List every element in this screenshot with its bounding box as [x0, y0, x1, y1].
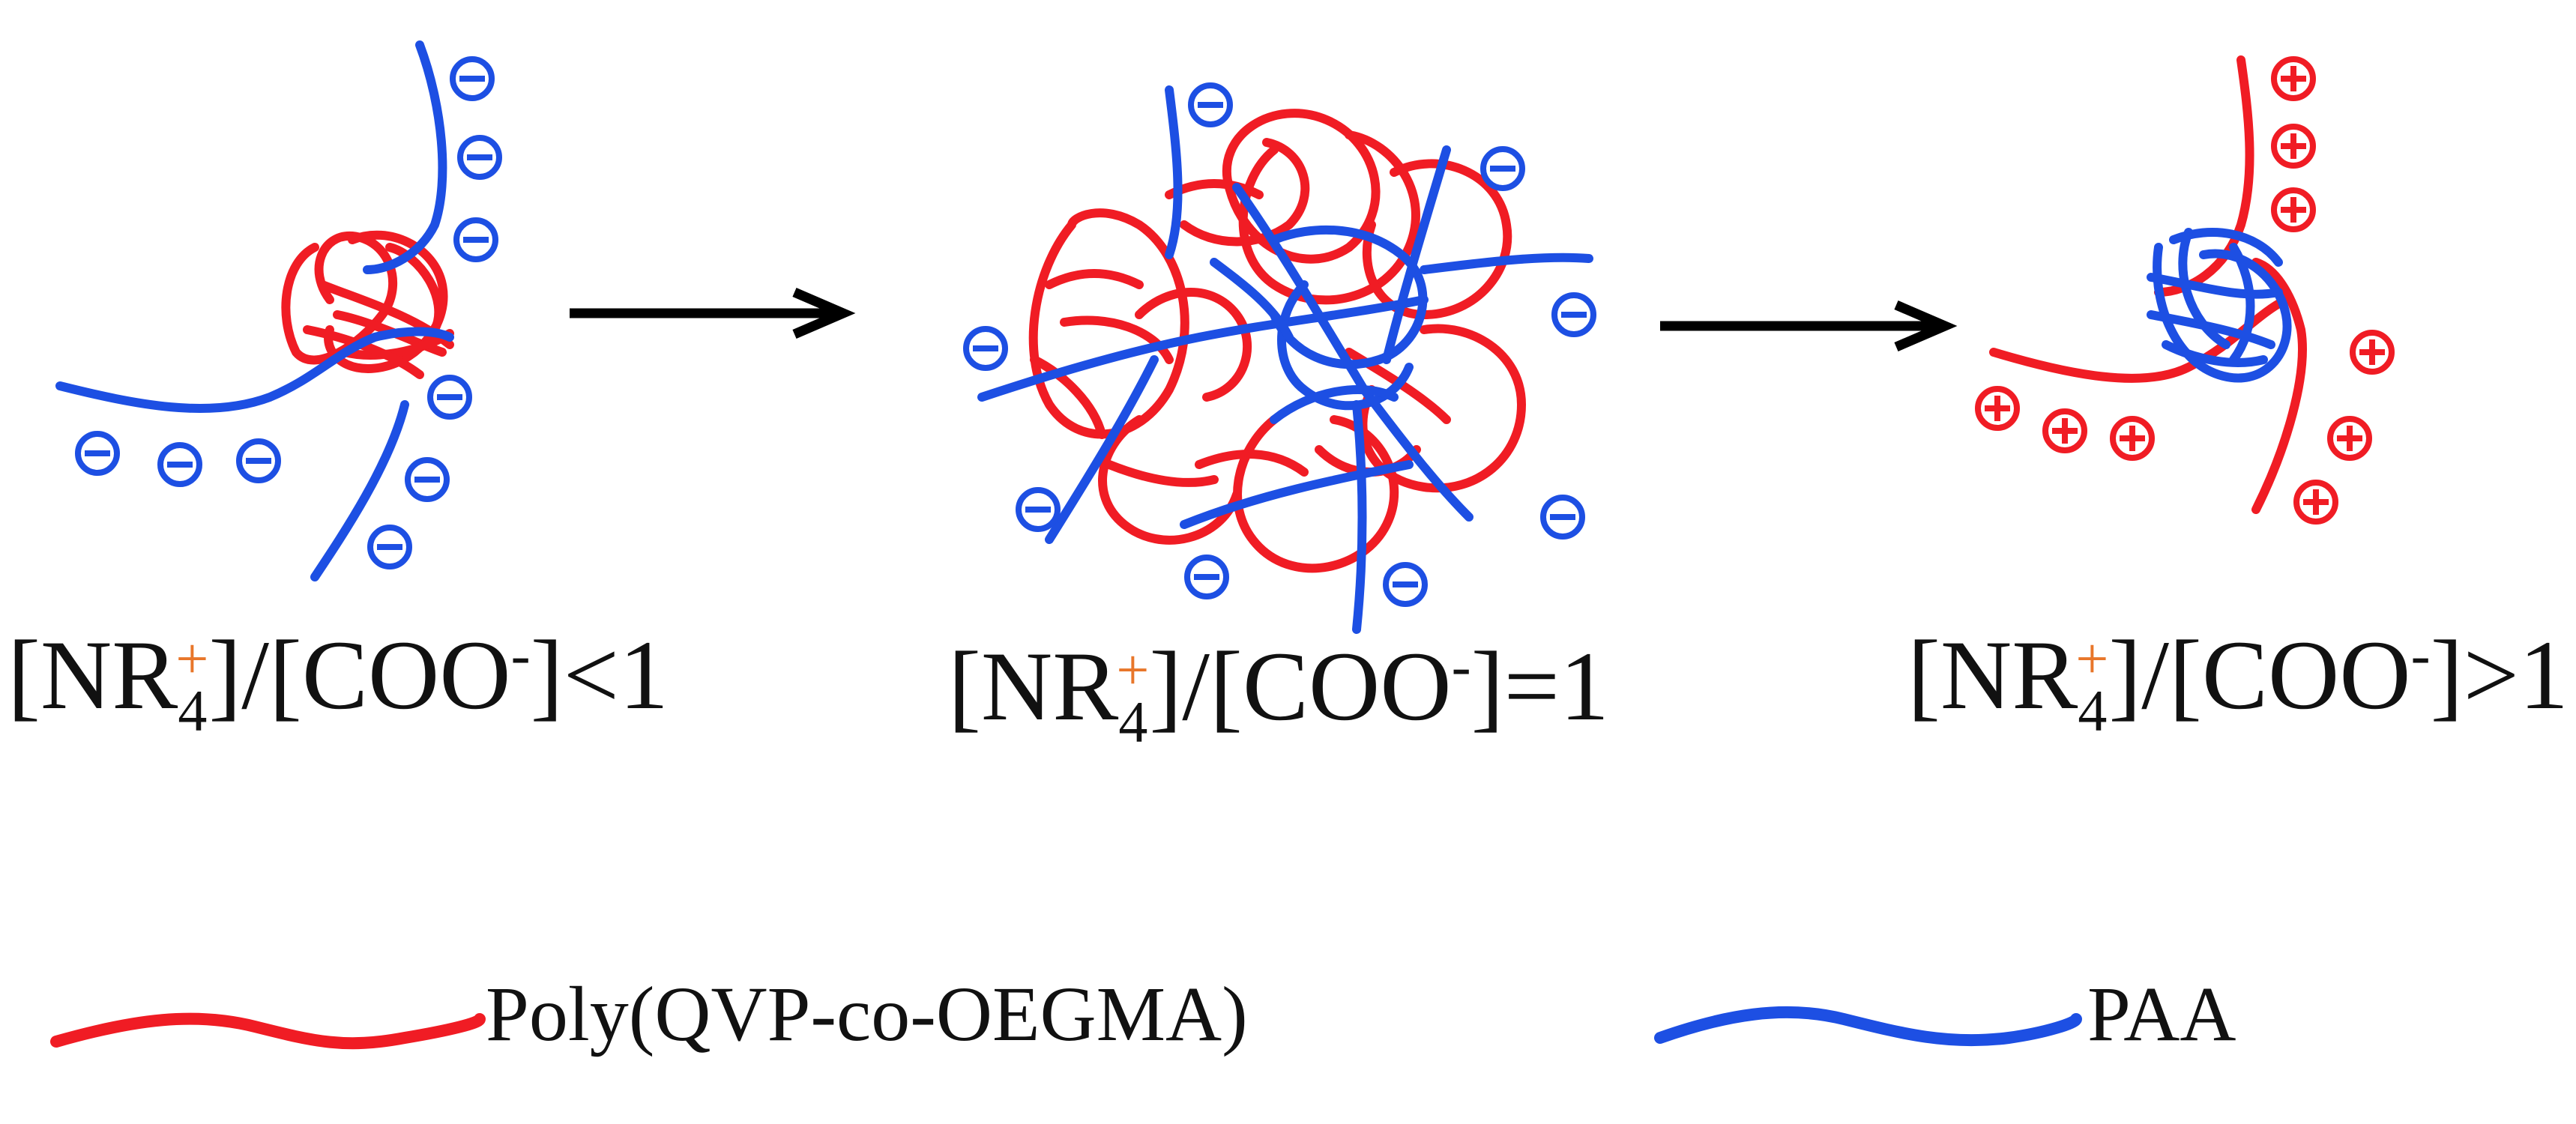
complex-anion-excess [55, 40, 499, 581]
minus-circle-icon [966, 329, 1005, 368]
plus-circle-icon [2353, 333, 2392, 372]
polyanion-chain [55, 40, 454, 581]
right-arrow-icon [570, 288, 856, 339]
plus-circle-icon [2045, 411, 2084, 450]
plus-circle-icon [2113, 419, 2152, 458]
minus-circle-icon [460, 138, 499, 177]
minus-circle-icon [1386, 565, 1425, 604]
complex-neutral [966, 85, 1593, 634]
minus-circle-icon [1191, 85, 1230, 124]
legend-swatch-blue-wave [1654, 1006, 2082, 1047]
polyanion-coil [2147, 228, 2292, 383]
complex-cation-excess [1978, 55, 2392, 522]
condition-label-gt: [NR4+]/[COO-]>1 [1907, 620, 2569, 743]
legend: Poly(QVP-co-OEGMA) PAA [50, 971, 2236, 1057]
plus-circle-icon [2274, 127, 2313, 166]
plus-circle-icon [2296, 483, 2335, 522]
minus-circle-icon [1187, 558, 1226, 596]
minus-circle-icon [1543, 498, 1582, 537]
minus-circle-icon [453, 59, 492, 98]
minus-circle-icon [456, 220, 495, 259]
minus-circle-icon [1483, 149, 1522, 188]
condition-label-eq: [NR4+]/[COO-]=1 [948, 631, 1609, 755]
minus-circle-icon [1019, 490, 1058, 529]
condition-label-lt: [NR4+]/[COO-]<1 [7, 620, 669, 743]
svg-text:[NR4+]/[COO-]<1: [NR4+]/[COO-]<1 [7, 620, 669, 743]
minus-circle-icon [78, 434, 117, 473]
plus-circle-icon [2330, 419, 2369, 458]
svg-text:[NR4+]/[COO-]=1: [NR4+]/[COO-]=1 [948, 631, 1609, 755]
svg-text:[NR4+]/[COO-]>1: [NR4+]/[COO-]>1 [1907, 620, 2569, 743]
legend-label-polycation: Poly(QVP-co-OEGMA) [486, 971, 1248, 1057]
minus-circle-icon [160, 445, 199, 484]
legend-item-polycation: Poly(QVP-co-OEGMA) [50, 971, 1248, 1057]
legend-label-polyanion: PAA [2087, 971, 2236, 1057]
minus-circle-icon [1554, 295, 1593, 334]
minus-circle-icon [239, 441, 278, 480]
polycation-coil [1028, 109, 1527, 573]
polyanion-chain [977, 85, 1593, 634]
right-arrow-icon [1660, 300, 1958, 351]
plus-circle-icon [2274, 190, 2313, 229]
polycation-coil [281, 230, 454, 379]
legend-item-polyanion: PAA [1654, 971, 2236, 1057]
minus-circle-icon [370, 528, 409, 566]
plus-circle-icon [2274, 59, 2313, 98]
minus-circle-icon [408, 460, 447, 499]
plus-circle-icon [1978, 389, 2017, 428]
legend-swatch-red-wave [50, 1012, 486, 1050]
minus-circle-icon [430, 378, 469, 417]
